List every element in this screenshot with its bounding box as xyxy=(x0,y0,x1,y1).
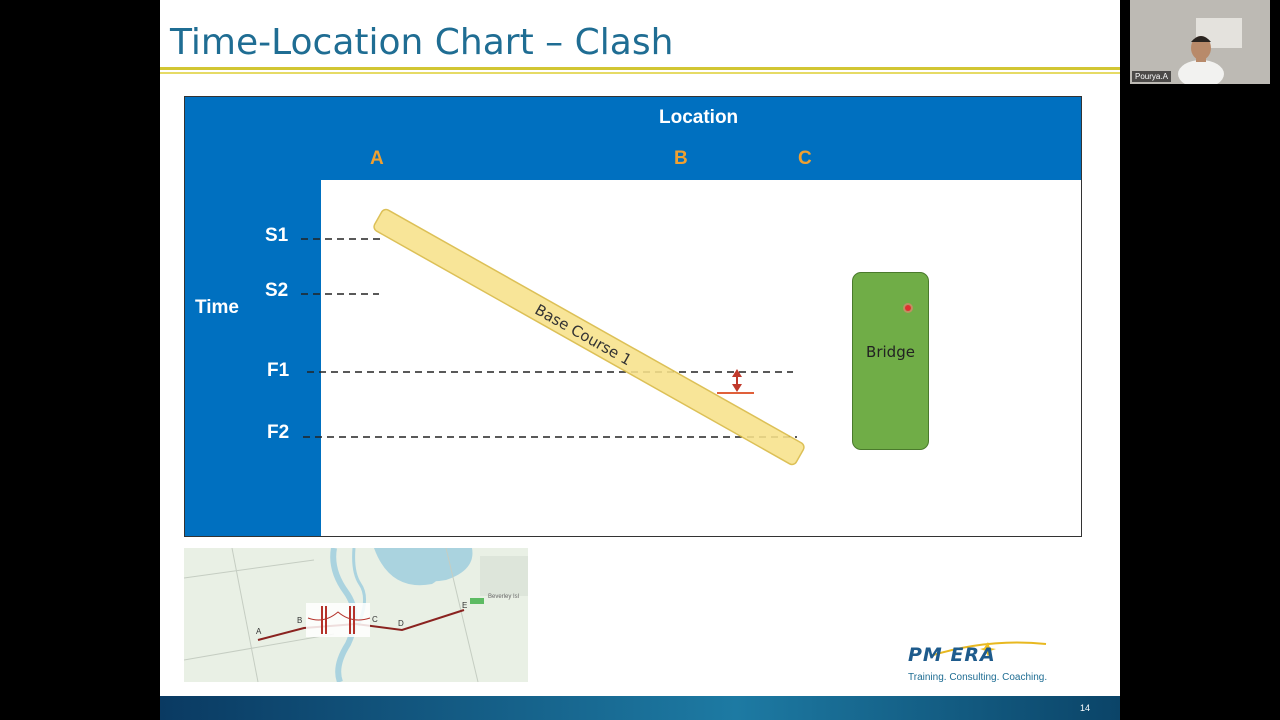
pmera-logo: PM ERA Training. Consulting. Coaching. xyxy=(908,640,1068,690)
participant-name: Pourya.A xyxy=(1132,71,1171,82)
participant-video-tile[interactable]: Pourya.A xyxy=(1130,0,1270,84)
map-point-d: D xyxy=(398,619,404,628)
map-point-a: A xyxy=(256,627,262,636)
chart-overlay: Base Course 1 xyxy=(185,97,1081,536)
time-location-chart: Location A B C Time S1 S2 F1 F2 Bridge B… xyxy=(184,96,1082,537)
page-number: 14 xyxy=(1080,703,1090,713)
map-graphic: A B C D E Beverley Isl xyxy=(184,548,528,682)
slide-title: Time-Location Chart – Clash xyxy=(170,22,673,63)
route-map: A B C D E Beverley Isl xyxy=(184,548,528,682)
logo-tagline: Training. Consulting. Coaching. xyxy=(908,672,1047,683)
map-point-c: C xyxy=(372,615,378,624)
title-underline xyxy=(160,67,1120,70)
title-underline-secondary xyxy=(160,72,1120,74)
presentation-slide: Time-Location Chart – Clash Location A B… xyxy=(160,0,1120,720)
place-marker-icon xyxy=(470,598,484,604)
base-course-label: Base Course 1 xyxy=(532,301,635,370)
clash-marker xyxy=(717,369,754,393)
map-point-b: B xyxy=(297,616,302,625)
logo-wordmark: PM ERA xyxy=(908,644,996,666)
footer-bar: 14 xyxy=(160,696,1120,720)
town-area xyxy=(480,556,528,596)
map-place-name: Beverley Isl xyxy=(488,594,519,600)
base-course-activity: Base Course 1 xyxy=(372,208,805,467)
map-point-e: E xyxy=(462,601,467,610)
